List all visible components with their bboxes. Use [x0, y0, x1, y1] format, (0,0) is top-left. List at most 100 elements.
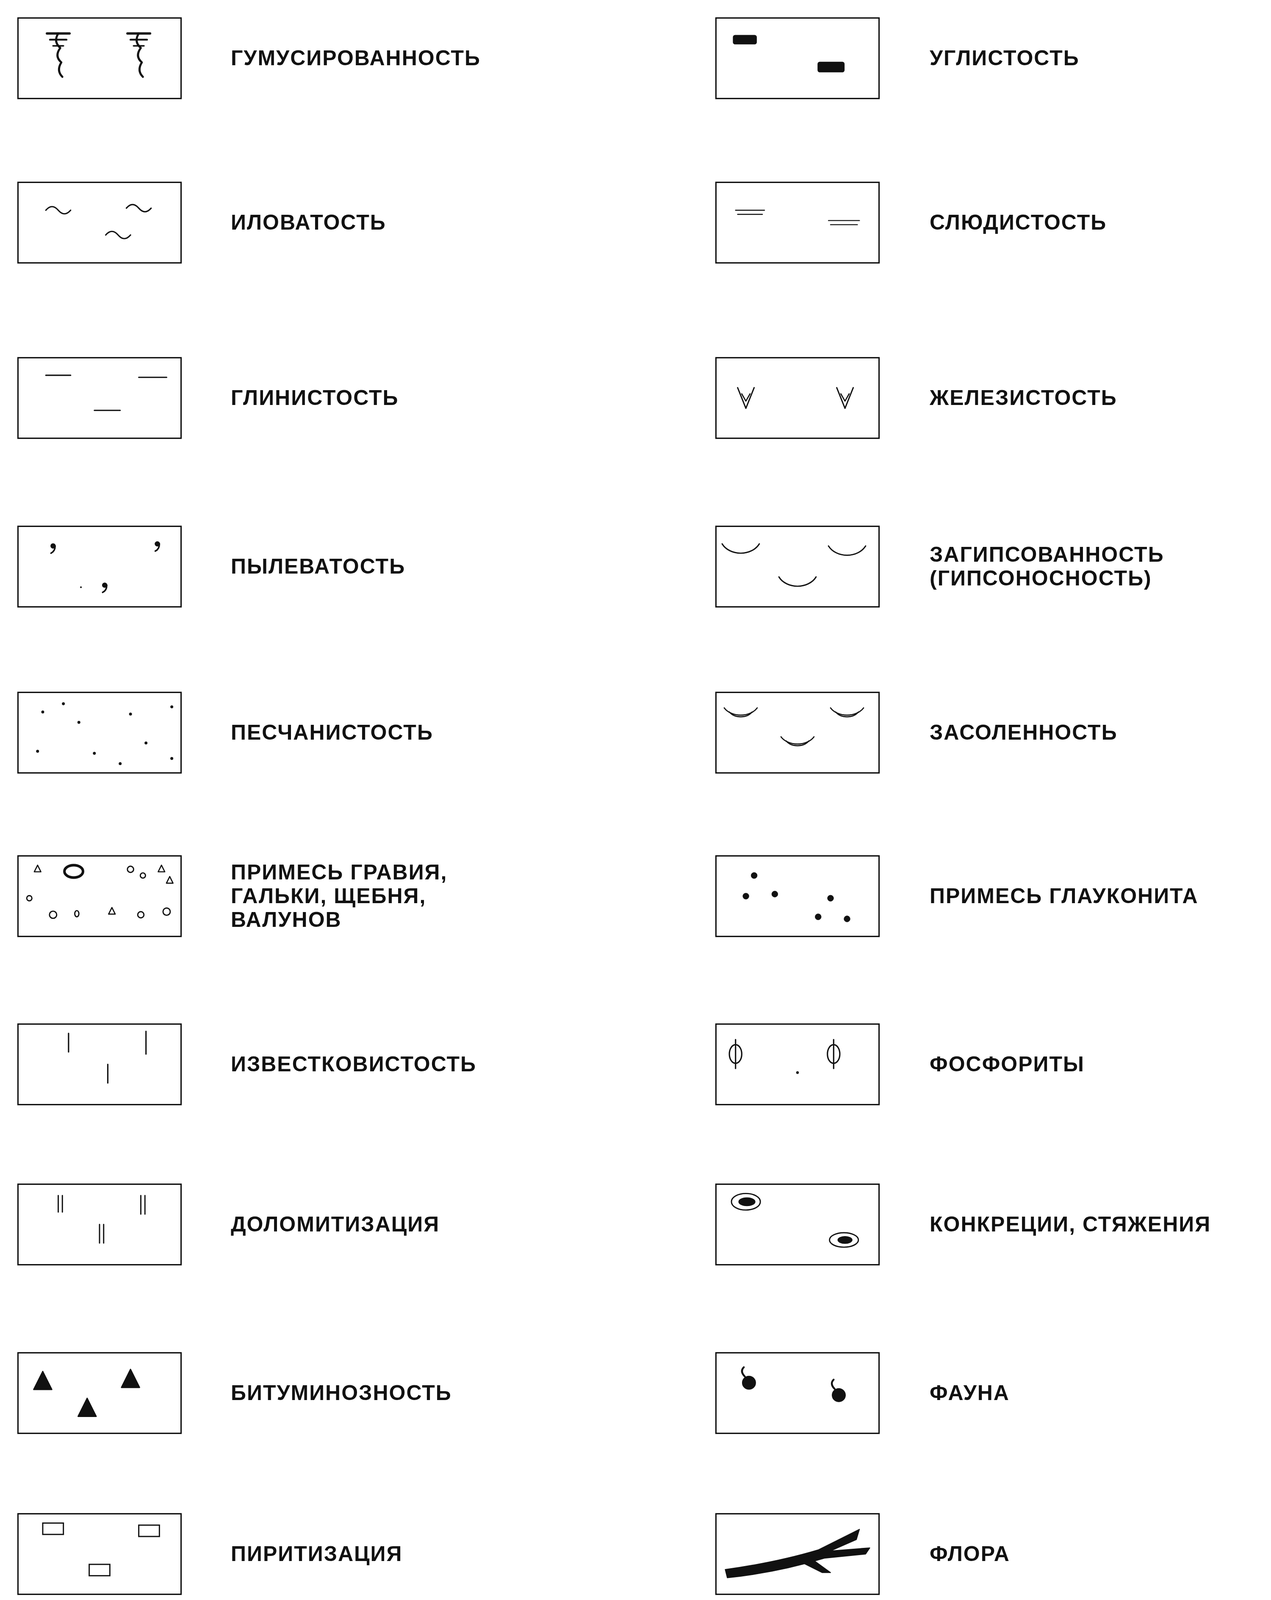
symbol-mark	[130, 38, 147, 41]
symbol-mark	[58, 1195, 146, 1243]
symbol-mark	[828, 545, 866, 555]
symbol-mark	[102, 584, 107, 593]
symbol-mark	[157, 864, 165, 872]
swatch-border	[17, 357, 181, 438]
legend-label: ГЛИНИСТОСТЬ	[230, 385, 399, 410]
legend-label: ЗАСОЛЕННОСТЬ	[929, 720, 1118, 745]
symbol-mark	[119, 761, 122, 765]
swatch-border	[715, 357, 879, 438]
legend-swatch	[714, 1351, 881, 1435]
swatch-border	[715, 1183, 879, 1265]
legend-swatch	[714, 356, 881, 440]
symbol	[42, 1522, 160, 1576]
swatch-border	[17, 692, 181, 773]
symbol-mark	[42, 1522, 64, 1535]
legend-swatch	[16, 356, 183, 440]
symbol-mark	[771, 890, 779, 898]
symbol-mark	[89, 1563, 111, 1576]
symbol-box	[16, 691, 183, 774]
swatch-border	[17, 182, 181, 263]
symbol-mark	[844, 915, 851, 922]
legend-label: КОНКРЕЦИИ, СТЯЖЕНИЯ	[929, 1212, 1211, 1236]
legend-label: СЛЮДИСТОСТЬ	[929, 210, 1107, 235]
symbol-mark	[836, 387, 854, 409]
symbol-mark	[33, 1370, 52, 1390]
symbol	[33, 1368, 140, 1416]
symbol-mark	[814, 913, 822, 920]
symbol-box	[16, 1182, 183, 1266]
legend-label: ПРИМЕСЬ ГЛАУКОНИТА	[929, 883, 1199, 908]
symbol-mark	[163, 907, 171, 915]
symbol-box	[714, 1022, 881, 1106]
legend-label: УГЛИСТОСТЬ	[929, 46, 1080, 70]
symbol	[45, 374, 167, 410]
symbol-mark	[45, 206, 71, 214]
symbol-mark	[835, 711, 859, 717]
symbol-mark	[49, 910, 57, 918]
symbol-box	[16, 525, 183, 608]
symbol-mark	[26, 895, 32, 901]
symbol	[26, 864, 173, 919]
symbol-mark	[77, 1397, 97, 1416]
symbol-mark	[837, 1235, 853, 1244]
symbol-mark	[136, 33, 144, 77]
symbol	[742, 872, 851, 922]
symbol-mark	[731, 1193, 761, 1210]
symbol	[47, 33, 151, 77]
legend-label: ГУМУСИРОВАННОСТЬ	[230, 46, 481, 70]
swatch-border	[715, 1513, 879, 1594]
symbol-box	[714, 1512, 881, 1595]
symbol-mark	[68, 1030, 147, 1083]
symbol-mark	[108, 907, 116, 914]
symbol-mark	[49, 38, 67, 41]
symbol-box	[714, 1351, 881, 1435]
symbol-box	[714, 181, 881, 264]
symbol-mark	[140, 872, 146, 878]
legend-swatch	[714, 181, 881, 264]
legend-swatch	[16, 854, 183, 938]
symbol-mark	[137, 911, 144, 918]
symbol-box	[714, 1182, 881, 1266]
legend-label: ПЕСЧАНИСТОСТЬ	[230, 720, 434, 745]
legend-swatch	[714, 1022, 881, 1106]
symbol-mark	[742, 1375, 756, 1390]
legend-label: БИТУМИНОЗНОСТЬ	[230, 1380, 452, 1405]
symbol-mark	[778, 576, 817, 586]
symbol-box	[16, 16, 183, 100]
legend-swatch	[16, 691, 183, 774]
symbol	[36, 702, 174, 765]
swatch-border	[17, 855, 181, 936]
symbol-mark	[738, 1197, 756, 1206]
legend-label: ФОСФОРИТЫ	[929, 1052, 1085, 1076]
symbol	[724, 707, 864, 746]
legend-label: ДОЛОМИТИЗАЦИЯ	[230, 1212, 440, 1236]
swatch-border	[715, 182, 879, 263]
symbol	[722, 543, 866, 586]
symbol	[725, 1528, 870, 1578]
symbol	[735, 210, 860, 225]
symbol-mark	[786, 740, 809, 746]
symbol-mark	[733, 35, 757, 44]
symbol	[729, 1039, 840, 1074]
swatch-border	[17, 1023, 181, 1105]
swatch-border	[17, 526, 181, 607]
legend-label: ФЛОРА	[929, 1541, 1011, 1566]
symbol-mark	[36, 749, 39, 753]
swatch-border	[715, 855, 879, 936]
symbol-mark	[833, 1039, 835, 1069]
symbol-box	[16, 1351, 183, 1435]
symbol-box	[714, 16, 881, 100]
symbol	[68, 1030, 147, 1083]
legend-swatch	[714, 1512, 881, 1595]
legend-label: ИЗВЕСТКОВИСТОСТЬ	[230, 1052, 477, 1076]
symbol	[50, 541, 160, 593]
legend-swatch	[16, 1512, 183, 1595]
legend-label: ФАУНА	[929, 1380, 1010, 1405]
symbol-mark	[126, 204, 152, 212]
legend-swatch	[16, 1022, 183, 1106]
symbol-mark	[155, 543, 160, 551]
symbol-mark	[742, 1366, 745, 1377]
symbol-mark	[827, 894, 834, 902]
symbol-mark	[832, 1387, 846, 1402]
symbol-mark	[166, 876, 174, 884]
